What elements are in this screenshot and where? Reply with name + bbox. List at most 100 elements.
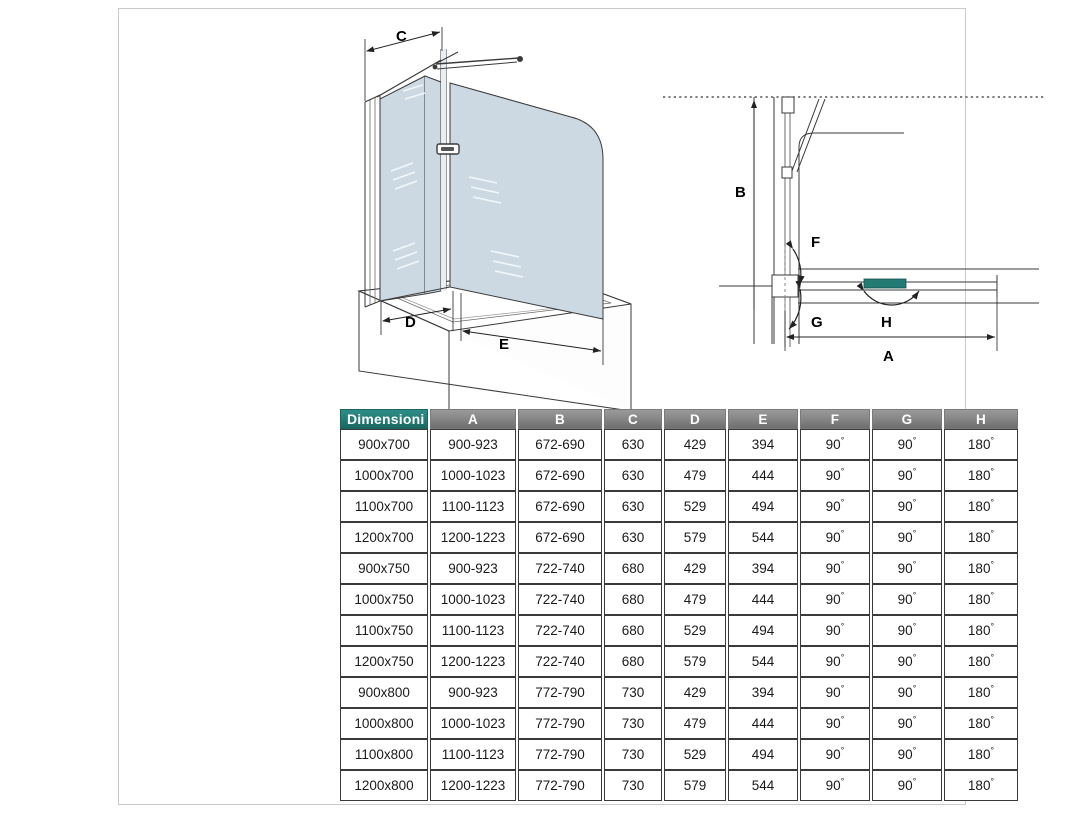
table-cell-g: 90°: [872, 770, 942, 801]
content-frame: C D E: [118, 8, 1045, 805]
stabiliser-bar: [376, 51, 523, 98]
wall-profile-post: [364, 94, 381, 308]
table-cell-dimensioni: 1200x700: [340, 522, 428, 553]
degree-symbol: °: [840, 652, 845, 663]
table-cell-c: 730: [604, 708, 662, 739]
table-cell-dimensioni: 1000x700: [340, 460, 428, 491]
degree-symbol: °: [990, 559, 995, 570]
table-cell-a: 900-923: [430, 553, 516, 584]
table-cell-g: 90°: [872, 553, 942, 584]
table-cell-d: 479: [664, 708, 726, 739]
degree-symbol: °: [840, 776, 845, 787]
degree-symbol: °: [990, 528, 995, 539]
table-cell-b: 722-740: [518, 553, 602, 584]
degree-symbol: °: [990, 466, 995, 477]
table-cell-e: 544: [728, 522, 798, 553]
elevation-profile: [753, 96, 904, 347]
table-cell-d: 429: [664, 553, 726, 584]
table-cell-f: 90°: [800, 584, 870, 615]
table-cell-g: 90°: [872, 584, 942, 615]
degree-symbol: °: [990, 745, 995, 756]
glass-panel-fixed: [379, 75, 426, 302]
table-cell-e: 394: [728, 677, 798, 708]
table-cell-c: 630: [604, 460, 662, 491]
dimension-e: [460, 293, 604, 365]
degree-symbol: °: [840, 435, 845, 446]
table-cell-a: 1000-1023: [430, 460, 516, 491]
plan-view: [719, 247, 1039, 349]
table-cell-dimensioni: 1100x750: [340, 615, 428, 646]
table-cell-f: 90°: [800, 677, 870, 708]
table-cell-g: 90°: [872, 460, 942, 491]
degree-symbol: °: [990, 652, 995, 663]
table-header-g: G: [872, 409, 942, 429]
table-header-a: A: [430, 409, 516, 429]
table-cell-b: 772-790: [518, 677, 602, 708]
table-cell-a: 900-923: [430, 429, 516, 460]
dimension-label-e: E: [499, 336, 509, 353]
table-cell-dimensioni: 1200x800: [340, 770, 428, 801]
table-cell-e: 444: [728, 460, 798, 491]
table-cell-g: 90°: [872, 491, 942, 522]
table-cell-a: 900-923: [430, 677, 516, 708]
degree-symbol: °: [912, 528, 917, 539]
table-cell-b: 722-740: [518, 646, 602, 677]
table-cell-c: 680: [604, 615, 662, 646]
table-cell-b: 672-690: [518, 491, 602, 522]
table-cell-h: 180°: [944, 770, 1018, 801]
degree-symbol: °: [912, 590, 917, 601]
table-cell-f: 90°: [800, 646, 870, 677]
degree-symbol: °: [840, 497, 845, 508]
glass-panel-door: [449, 82, 604, 320]
table-cell-b: 672-690: [518, 429, 602, 460]
table-cell-b: 772-790: [518, 739, 602, 770]
dimension-label-g: G: [811, 314, 823, 331]
dimension-label-h: H: [881, 314, 892, 331]
table-cell-g: 90°: [872, 646, 942, 677]
table-cell-a: 1000-1023: [430, 708, 516, 739]
angle-arc-g: [788, 280, 802, 330]
degree-symbol: °: [840, 590, 845, 601]
table-cell-f: 90°: [800, 770, 870, 801]
table-header-b: B: [518, 409, 602, 429]
table-cell-c: 730: [604, 677, 662, 708]
table-cell-h: 180°: [944, 522, 1018, 553]
table-cell-e: 444: [728, 708, 798, 739]
table-cell-h: 180°: [944, 646, 1018, 677]
table-cell-e: 494: [728, 739, 798, 770]
table-cell-a: 1100-1123: [430, 615, 516, 646]
table-cell-g: 90°: [872, 522, 942, 553]
dimension-d: [380, 291, 454, 335]
table-cell-d: 479: [664, 584, 726, 615]
table-cell-b: 672-690: [518, 522, 602, 553]
table-cell-e: 544: [728, 770, 798, 801]
degree-symbol: °: [990, 590, 995, 601]
table-cell-b: 772-790: [518, 770, 602, 801]
table-cell-g: 90°: [872, 739, 942, 770]
table-cell-h: 180°: [944, 739, 1018, 770]
table-cell-e: 544: [728, 646, 798, 677]
table-cell-g: 90°: [872, 677, 942, 708]
table-header-dimensioni: Dimensioni: [340, 409, 428, 429]
angle-arc-h: [856, 282, 920, 306]
table-cell-h: 180°: [944, 615, 1018, 646]
bath-screen-elevation-plan-view: B: [659, 79, 1049, 369]
degree-symbol: °: [840, 621, 845, 632]
table-cell-dimensioni: 1000x750: [340, 584, 428, 615]
table-cell-e: 494: [728, 615, 798, 646]
table-cell-d: 529: [664, 739, 726, 770]
table-cell-h: 180°: [944, 708, 1018, 739]
dimension-label-c: C: [396, 28, 407, 45]
table-cell-f: 90°: [800, 553, 870, 584]
table-cell-c: 680: [604, 646, 662, 677]
table-cell-h: 180°: [944, 553, 1018, 584]
table-cell-dimensioni: 1100x700: [340, 491, 428, 522]
